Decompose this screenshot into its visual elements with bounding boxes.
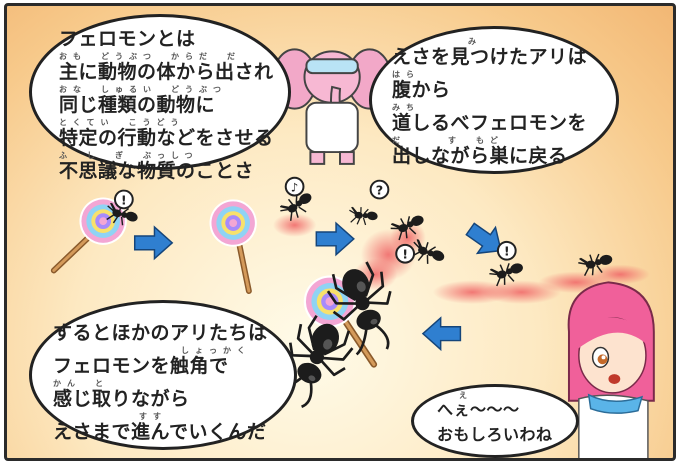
bubble-trail-line-1: えさを見つけたアリは xyxy=(392,46,588,68)
bubble-definition-line-3: 同じ種類の動物に xyxy=(59,94,216,116)
bubble-definition-line-4: 特定の行動などをさせる xyxy=(59,127,274,149)
bubble-definition-line-1: フェロモンとは xyxy=(59,28,196,50)
bubble-reaction-line-1: へぇ〜〜〜 xyxy=(437,400,520,419)
bubble-definition-ruby-4: とくてい こうどう xyxy=(59,118,185,127)
bubble-follow-ruby-4: すす xyxy=(139,412,167,421)
bubble-follow-line-2: フェロモンを触角で xyxy=(53,355,229,377)
exclaim-text-3: ! xyxy=(504,245,510,260)
bubble-follow-line-1: するとほかのアリたちは xyxy=(53,322,268,344)
bubble-trail-ruby-3: みち xyxy=(392,103,420,112)
speech-bubble-definition xyxy=(29,14,291,170)
bubble-follow-text: するとほかのアリたちは しょっかく フェロモンを触角で かん と 感じ取りながら… xyxy=(53,324,268,452)
speech-bubble-follow xyxy=(29,300,297,450)
bubble-trail-ruby-1: み xyxy=(468,37,482,46)
manga-panel: ! ! ! ♪ ? xyxy=(4,3,676,461)
lollipop-2 xyxy=(187,190,288,291)
arrow-right-2 xyxy=(315,222,355,256)
bubble-follow-line-3: 感じ取りながら xyxy=(53,388,190,410)
bubble-trail-line-4: 出しながら巣に戻る xyxy=(392,145,568,167)
question-text: ? xyxy=(376,183,383,198)
bubble-trail-text: み えさを見つけたアリは はら 腹から みち 道しるべフェロモンを だ す もど… xyxy=(392,38,588,176)
goggles-icon xyxy=(305,58,359,75)
girl-character xyxy=(567,281,655,458)
bubble-definition-ruby-3: おな しゅるい どうぶつ xyxy=(59,85,227,94)
bubble-definition-text: フェロモンとは おも どうぶつ からだ だ 主に動物の体から出され おな しゅる… xyxy=(59,30,274,191)
bubble-follow-ruby-3: かん と xyxy=(53,379,109,388)
bubble-reaction-ruby-1: え xyxy=(459,391,473,400)
bubble-follow-ruby-2: しょっかく xyxy=(181,346,251,355)
exclaim-text-2: ! xyxy=(402,248,408,263)
arrow-right-1 xyxy=(133,226,173,260)
speech-bubble-reaction xyxy=(411,384,579,458)
speech-bubble-trail xyxy=(369,26,619,174)
bubble-trail-line-2: 腹から xyxy=(392,79,451,101)
arrow-left xyxy=(422,317,462,351)
bubble-trail-line-3: 道しるべフェロモンを xyxy=(392,112,588,134)
bubble-trail-ruby-4: だ す もど xyxy=(392,136,504,145)
bubble-definition-line-5: 不思議な物質のことさ xyxy=(59,160,255,182)
bubble-reaction-line-2: おもしろいわね xyxy=(437,425,553,444)
bubble-definition-line-2: 主に動物の体から出され xyxy=(59,61,274,83)
bubble-reaction-text: え へぇ〜〜〜 おもしろいわね xyxy=(437,392,553,452)
elephant-professor xyxy=(271,48,393,165)
question-mark: ? xyxy=(369,179,390,200)
bubble-follow-line-4: えさまで進んでいくんだ xyxy=(53,421,267,443)
note-mark: ♪ xyxy=(284,176,305,197)
scene-illustration: ! ! ! ♪ ? xyxy=(7,48,655,458)
exclaim-text-1: ! xyxy=(121,193,127,208)
bubble-definition-ruby-5: ふ し ぎ ぶっしつ xyxy=(59,151,199,160)
note-text: ♪ xyxy=(291,181,299,195)
bubble-definition-ruby-2: おも どうぶつ からだ だ xyxy=(59,52,241,61)
exclaim-mark: ! ! ! xyxy=(113,189,517,264)
lollipop-1 xyxy=(54,197,127,270)
bubble-trail-ruby-2: はら xyxy=(392,70,420,79)
